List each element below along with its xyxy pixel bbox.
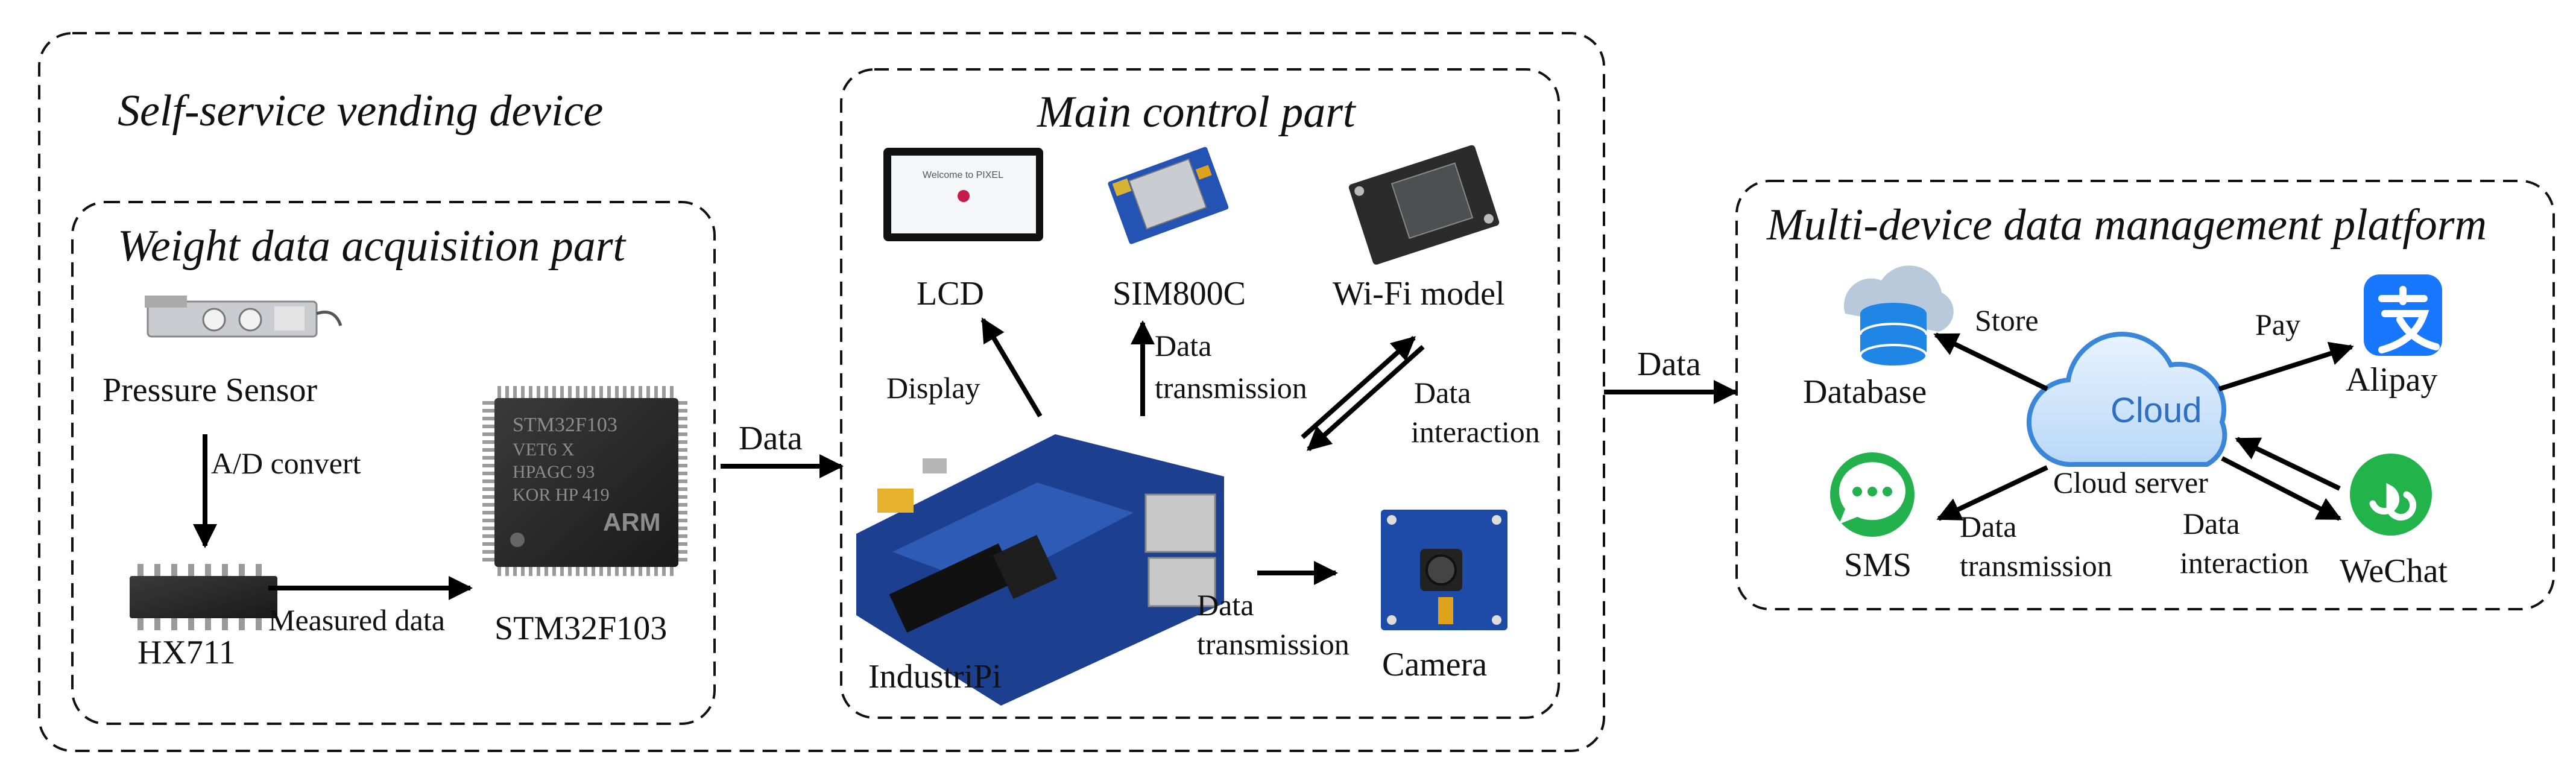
stm32-marking-arm: ARM [603, 508, 661, 536]
display-label: Display [886, 371, 980, 405]
store-label: Store [1975, 303, 2039, 337]
platform-title: Multi-device data management platform [1766, 200, 2487, 250]
sim800c-label: SIM800C [1113, 275, 1246, 312]
main-control-title: Main control part [1037, 87, 1357, 137]
pay-arrow [2218, 341, 2354, 391]
camera-transmission-label-2: transmission [1197, 627, 1350, 661]
wifi-label: Wi-Fi model [1333, 275, 1505, 312]
weight-acquisition-box [71, 201, 716, 725]
wifi-module-image [1348, 145, 1500, 265]
main-control-box [840, 68, 1560, 719]
stm32-label: STM32F103 [494, 610, 667, 647]
weight-acquisition-title: Weight data acquisition part [118, 221, 627, 271]
sim-transmission-label-1: Data [1155, 329, 1211, 362]
database-label: Database [1803, 373, 1927, 411]
camera-image [1381, 510, 1507, 630]
self-service-device-box [38, 32, 1605, 752]
display-arrow [980, 317, 1043, 418]
sms-icon [1830, 452, 1915, 537]
cloud-icon: Cloud [2026, 332, 2227, 467]
stm32-marking-2: VET6 X [513, 440, 575, 460]
camera-label: Camera [1382, 646, 1487, 683]
alipay-label: Alipay [2346, 361, 2437, 399]
ad-convert-label: A/D convert [211, 446, 361, 480]
wifi-interaction-arrow-up [1301, 336, 1416, 439]
camera-transmission-label-1: Data [1197, 588, 1254, 622]
wechat-interaction-label-1: Data [2183, 507, 2240, 540]
self-service-title: Self-service vending device [118, 86, 603, 136]
sim-transmission-label-2: transmission [1155, 371, 1307, 405]
hx711-label: HX711 [137, 634, 236, 671]
wechat-interaction-arrow-in [2221, 456, 2342, 521]
database-icon [1843, 265, 1954, 368]
sim800c-image [1108, 147, 1229, 244]
wifi-interaction-label-1: Data [1414, 376, 1471, 410]
stm32-marking-4: KOR HP 419 [513, 485, 610, 505]
cloud-icon-text: Cloud [2110, 391, 2202, 430]
lcd-screen-text: Welcome to PIXEL [923, 170, 1003, 180]
lcd-label: LCD [917, 275, 984, 312]
measured-data-label: Measured data [268, 603, 445, 637]
stm32-marking-3: HPAGC 93 [513, 462, 595, 482]
stm32-marking-1: STM32F103 [513, 414, 617, 436]
data-to-main-label: Data [739, 420, 803, 457]
store-arrow [1933, 332, 2048, 391]
wifi-interaction-label-2: interaction [1411, 415, 1540, 449]
pressure-sensor-label: Pressure Sensor [103, 372, 318, 409]
industripi-image [856, 434, 1224, 706]
stm32-chip-image: STM32F103 VET6 X HPAGC 93 KOR HP 419 ARM [482, 386, 687, 576]
wechat-interaction-arrow-out [2235, 437, 2341, 491]
data-to-platform-label: Data [1637, 346, 1701, 383]
sms-label: SMS [1844, 546, 1911, 584]
sms-transmission-arrow [1936, 465, 2048, 521]
wechat-interaction-label-2: interaction [2180, 546, 2309, 580]
lcd-image: Welcome to PIXEL [883, 148, 1043, 241]
sms-transmission-label-1: Data [1960, 510, 2016, 543]
sms-transmission-label-2: transmission [1960, 549, 2112, 583]
wechat-label: WeChat [2340, 552, 2448, 590]
wifi-interaction-arrow-down [1307, 345, 1425, 451]
cloud-server-label: Cloud server [2053, 466, 2208, 499]
wechat-miniprogram-icon [2350, 454, 2432, 536]
industripi-label: IndustriPi [868, 658, 1002, 695]
pay-label: Pay [2255, 308, 2300, 341]
hx711-image [130, 564, 277, 630]
pressure-sensor-image [145, 296, 343, 338]
alipay-icon [2364, 274, 2442, 356]
